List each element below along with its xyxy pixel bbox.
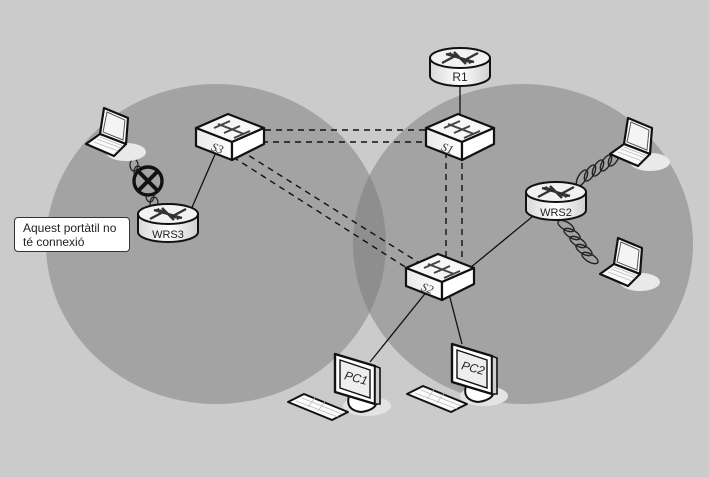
- wireless-router-wrs3[interactable]: WRS3: [136, 202, 200, 244]
- links: [189, 82, 539, 363]
- link-s3-s2-b: [232, 156, 411, 271]
- pc-pc1[interactable]: PC1: [333, 352, 393, 418]
- wireless-router-wrs2-label: WRS2: [540, 207, 572, 219]
- router-r1-label: R1: [452, 70, 468, 84]
- switch-s2-label: S2: [419, 280, 435, 297]
- callout-line-2: té connexió: [23, 235, 85, 249]
- switch-s1-label: S1: [439, 140, 455, 157]
- switch-s1[interactable]: S1: [424, 112, 496, 162]
- no-connection-icon: [132, 165, 164, 197]
- callout-line-1: Aquest portàtil no: [23, 221, 117, 235]
- no-connection-callout: Aquest portàtil no té connexió: [14, 217, 130, 252]
- keyboard-pc1: [287, 393, 349, 421]
- pc-pc2[interactable]: PC2: [450, 342, 510, 408]
- wireless-router-wrs2[interactable]: WRS2: [524, 180, 588, 222]
- link-s2-wrs2: [469, 211, 539, 269]
- switch-s3[interactable]: S3: [194, 112, 266, 162]
- link-s3-wrs3: [189, 151, 217, 213]
- wireless-link-wrs2-laptop-top: [575, 149, 621, 187]
- router-r1[interactable]: R1: [428, 46, 492, 88]
- switch-s2[interactable]: S2: [404, 252, 476, 302]
- link-s2-pc2: [447, 289, 463, 345]
- pc-pc2-label: PC2: [460, 358, 486, 378]
- switch-s3-label: S3: [209, 140, 225, 157]
- link-s3-s2-a: [239, 149, 419, 263]
- link-s2-pc1: [369, 289, 429, 363]
- wireless-link-wrs2-laptop-bottom: [557, 219, 599, 265]
- pc-pc1-label: PC1: [343, 368, 369, 388]
- left-coverage-area: [46, 84, 386, 404]
- wireless-router-wrs3-label: WRS3: [152, 229, 184, 241]
